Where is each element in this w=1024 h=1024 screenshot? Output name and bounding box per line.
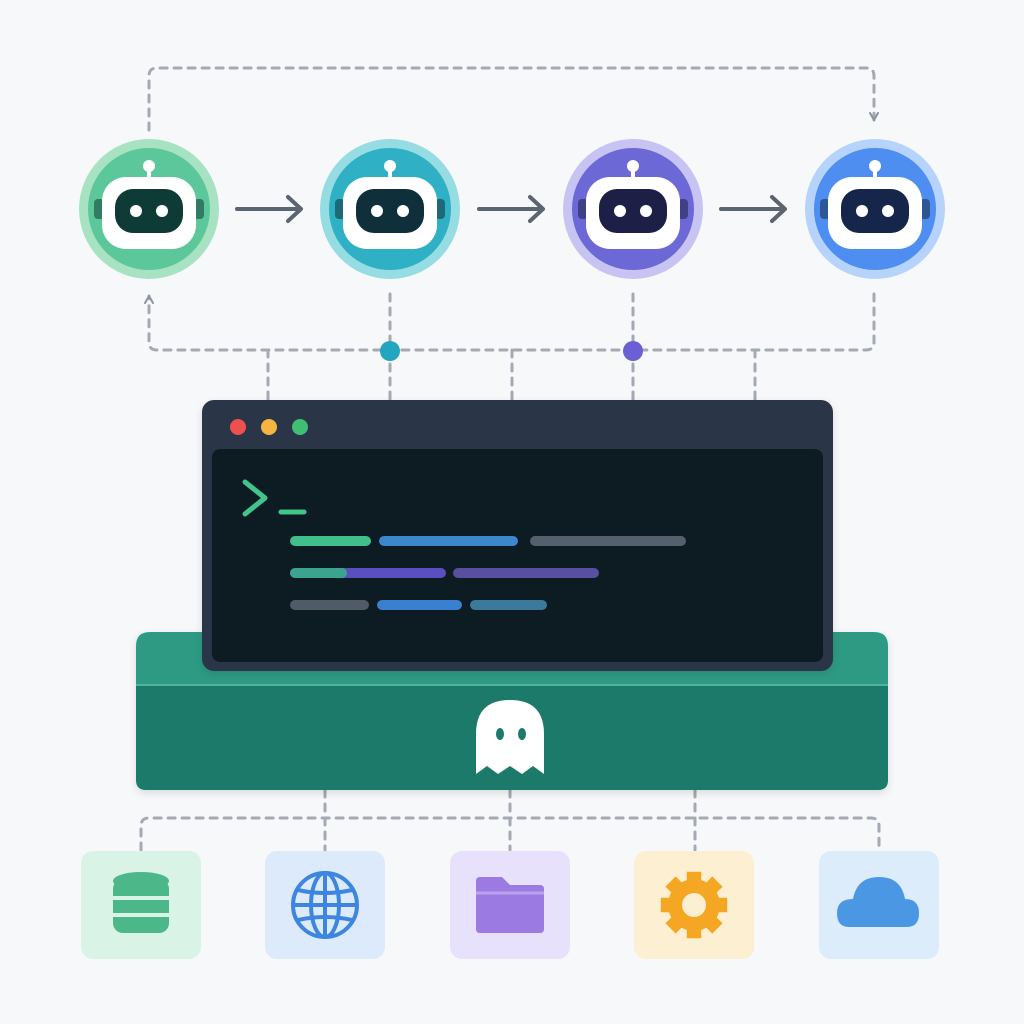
agent-node-3[interactable] — [563, 139, 703, 279]
ghost-icon — [476, 700, 544, 774]
window-maximize-dot[interactable] — [292, 419, 308, 435]
folder-icon — [476, 877, 544, 933]
window-minimize-dot[interactable] — [261, 419, 277, 435]
flow-arrow-1 — [235, 195, 303, 223]
cloud-icon — [837, 877, 919, 927]
tool-tile-gear[interactable] — [634, 851, 754, 959]
globe-icon — [291, 871, 359, 939]
robot-icon — [820, 160, 930, 249]
agent-node-2[interactable] — [320, 139, 460, 279]
tool-tile-cloud[interactable] — [819, 851, 939, 959]
agent-node-1[interactable] — [79, 139, 219, 279]
terminal-window[interactable] — [202, 400, 833, 671]
terminal-screen — [212, 449, 823, 662]
gear-icon — [660, 871, 728, 939]
agent-flow-arrows — [235, 195, 787, 223]
terminal-prompt-icon — [242, 479, 307, 517]
junction-dot-1 — [380, 341, 400, 361]
tool-row — [81, 851, 939, 959]
database-icon — [113, 872, 169, 933]
agent-node-4[interactable] — [805, 139, 945, 279]
flow-arrow-3 — [719, 195, 787, 223]
terminal-code-lines — [290, 536, 686, 610]
bottom-return-connector — [144, 292, 876, 352]
robot-icon — [578, 160, 688, 249]
robot-icon — [335, 160, 445, 249]
flow-arrow-2 — [477, 195, 545, 223]
tool-tile-folder[interactable] — [450, 851, 570, 959]
window-close-dot[interactable] — [230, 419, 246, 435]
robot-icon — [94, 160, 204, 249]
top-feedback-connector — [147, 66, 879, 132]
agent-row — [79, 139, 945, 279]
tool-tile-database[interactable] — [81, 851, 201, 959]
tool-tile-globe[interactable] — [265, 851, 385, 959]
connector-lines — [139, 66, 881, 852]
junction-dots — [380, 341, 643, 361]
junction-dot-2 — [623, 341, 643, 361]
